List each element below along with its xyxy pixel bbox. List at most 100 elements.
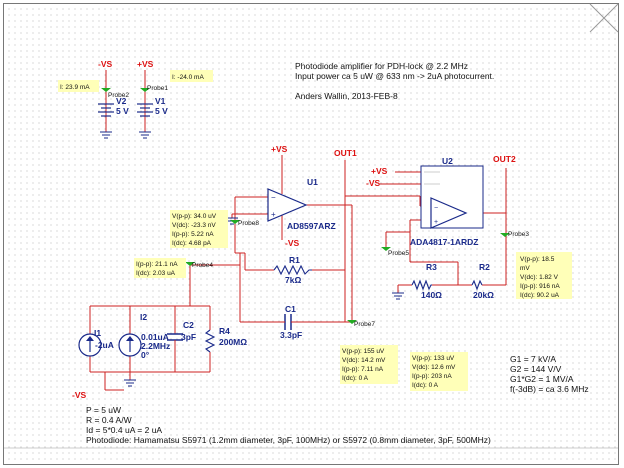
probe7b-readout-3: I(dc): 0 A — [412, 382, 439, 389]
current-source-i1[interactable] — [78, 333, 102, 357]
probe3-readout-3: I(p-p): 916 nA — [520, 283, 560, 290]
probe5-marker[interactable] — [381, 247, 391, 251]
u1-name: U1 — [307, 177, 318, 187]
i2-value3: 0° — [141, 350, 150, 360]
v1-value: 5 V — [155, 106, 168, 116]
v1-name: V1 — [155, 96, 166, 106]
i2-value2: 2.2MHz — [141, 341, 170, 351]
probe7a-readout-0: V(p-p): 155 uV — [342, 348, 385, 355]
u1-vs-neg: -VS — [285, 238, 300, 248]
probe8-marker[interactable] — [230, 220, 240, 224]
probe7a-readout-2: I(p-p): 7.11 nA — [342, 366, 384, 373]
r1-value: 7kΩ — [285, 275, 301, 285]
supply-v2[interactable] — [98, 70, 114, 139]
v2-value: 5 V — [116, 106, 129, 116]
probe4-marker[interactable] — [185, 262, 195, 266]
supply-v1[interactable] — [137, 70, 153, 139]
note-photodiode: Photodiode: Hamamatsu S5971 (1.2mm diame… — [86, 435, 491, 445]
opamp-u1[interactable]: − + — [267, 188, 308, 222]
sheet-border — [3, 3, 619, 465]
u2-vs-pos: +VS — [371, 166, 388, 176]
r4-value: 200MΩ — [219, 337, 247, 347]
u1-out-label: OUT1 — [334, 148, 357, 158]
probe4-readout-0: I(p-p): 21.1 nA — [136, 261, 178, 268]
r3-value: 140Ω — [421, 290, 442, 300]
probe4-label: Probe4 — [192, 262, 213, 269]
v1-rail-label: +VS — [137, 59, 154, 69]
resistor-r4[interactable] — [204, 329, 216, 353]
probe3-readout-2: V(dc): 1.82 V — [520, 274, 559, 281]
c1-value: 3.3pF — [280, 330, 302, 340]
gain-f3db: f(-3dB) = ca 3.6 MHz — [510, 384, 589, 394]
capacitor-c1[interactable] — [279, 314, 297, 330]
title-line2: Input power ca 5 uW @ 633 nm -> 2uA phot… — [295, 71, 494, 81]
title-author: Anders Wallin, 2013-FEB-8 — [295, 91, 398, 101]
probe4-readout-box: I(p-p): 21.1 nA I(dc): 2.03 uA — [134, 258, 186, 278]
probe7b-readout-box: V(p-p): 133 uV V(dc): 12.6 mV I(p-p): 20… — [410, 352, 468, 391]
u2-out-label: OUT2 — [493, 154, 516, 164]
probe8-readout-box: V(p-p): 34.0 uV V(dc): -23.3 nV I(p-p): … — [170, 210, 228, 248]
v2-rail-label: -VS — [98, 59, 113, 69]
r4-name: R4 — [219, 326, 230, 336]
current-source-i2[interactable] — [118, 333, 142, 357]
probe4-readout-1: I(dc): 2.03 uA — [136, 270, 176, 277]
u2-part: ADA4817-1ARDZ — [410, 237, 479, 247]
probe8-readout-1: V(dc): -23.3 nV — [172, 222, 216, 229]
probe5-label: Probe5 — [388, 250, 409, 257]
probe2-readout-box — [58, 80, 99, 92]
probe3-readout-0: V(p-p): 18.5 — [520, 256, 555, 263]
u1-part: AD8597ARZ — [287, 221, 336, 231]
svg-text:+: + — [271, 210, 276, 219]
r2-value: 20kΩ — [473, 290, 494, 300]
i2-value1: 0.01uA — [141, 332, 169, 342]
svg-text:−: − — [271, 193, 276, 202]
probe7a-readout-3: I(dc): 0 A — [342, 375, 369, 382]
probe7-marker[interactable] — [347, 320, 357, 324]
probe3-readout-box: V(p-p): 18.5 mV V(dc): 1.82 V I(p-p): 91… — [516, 252, 572, 299]
probe1-readout-box — [170, 70, 213, 82]
svg-text:−: − — [434, 205, 438, 212]
note-responsivity: R = 0.4 A/W — [86, 415, 132, 425]
u2-vs-neg: -VS — [366, 178, 381, 188]
resistor-r3[interactable] — [411, 279, 432, 291]
probe7b-readout-0: V(p-p): 133 uV — [412, 355, 455, 362]
probe3-label: Probe3 — [508, 231, 529, 238]
capacitor-c2[interactable] — [167, 333, 183, 346]
probe7-label: Probe7 — [354, 321, 375, 328]
resistor-r1[interactable] — [273, 264, 312, 276]
c2-value: 3pF — [181, 332, 196, 342]
gain-g12: G1*G2 = 1 MV/A — [510, 374, 574, 384]
probe7a-readout-box: V(p-p): 155 uV V(dc): 14.2 mV I(p-p): 7.… — [340, 345, 398, 384]
u2-name: U2 — [442, 156, 453, 166]
opamp-u2[interactable]: − + — [420, 165, 484, 229]
note-power: P = 5 uW — [86, 405, 121, 415]
v2-name: V2 — [116, 96, 127, 106]
wires — [89, 155, 507, 391]
resistor-r2[interactable] — [471, 279, 483, 291]
r3-name: R3 — [426, 262, 437, 272]
c1-name: C1 — [285, 304, 296, 314]
probe3-readout-4: I(dc): 90.2 uA — [520, 292, 560, 299]
probe1-readout: I: -24.0 mA — [172, 74, 204, 81]
probe1-label: Probe1 — [147, 85, 168, 92]
i1-value: -2uA — [95, 340, 114, 350]
c2-name: C2 — [183, 320, 194, 330]
probe2-label: Probe2 — [108, 92, 129, 99]
probe8-readout-3: I(dc): 4.68 pA — [172, 240, 212, 247]
probe7a-readout-1: V(dc): 14.2 mV — [342, 357, 386, 364]
probe8-label: Probe8 — [238, 220, 259, 227]
probe7b-readout-2: I(p-p): 203 nA — [412, 373, 452, 380]
probe7b-readout-1: V(dc): 12.6 mV — [412, 364, 456, 371]
u1-vs-pos: +VS — [271, 144, 288, 154]
sheet-corner-mark-2 — [589, 3, 619, 33]
i1-name: I1 — [94, 328, 101, 338]
bottom-neg-rail: -VS — [72, 390, 87, 400]
probe8-readout-2: I(p-p): 5.22 nA — [172, 231, 214, 238]
probe2-marker[interactable] — [101, 88, 111, 92]
probe1-marker[interactable] — [140, 88, 150, 92]
probe3-marker[interactable] — [500, 233, 510, 237]
probe2-readout: I: 23.9 mA — [60, 84, 90, 91]
probe3-readout-1: mV — [520, 265, 530, 272]
